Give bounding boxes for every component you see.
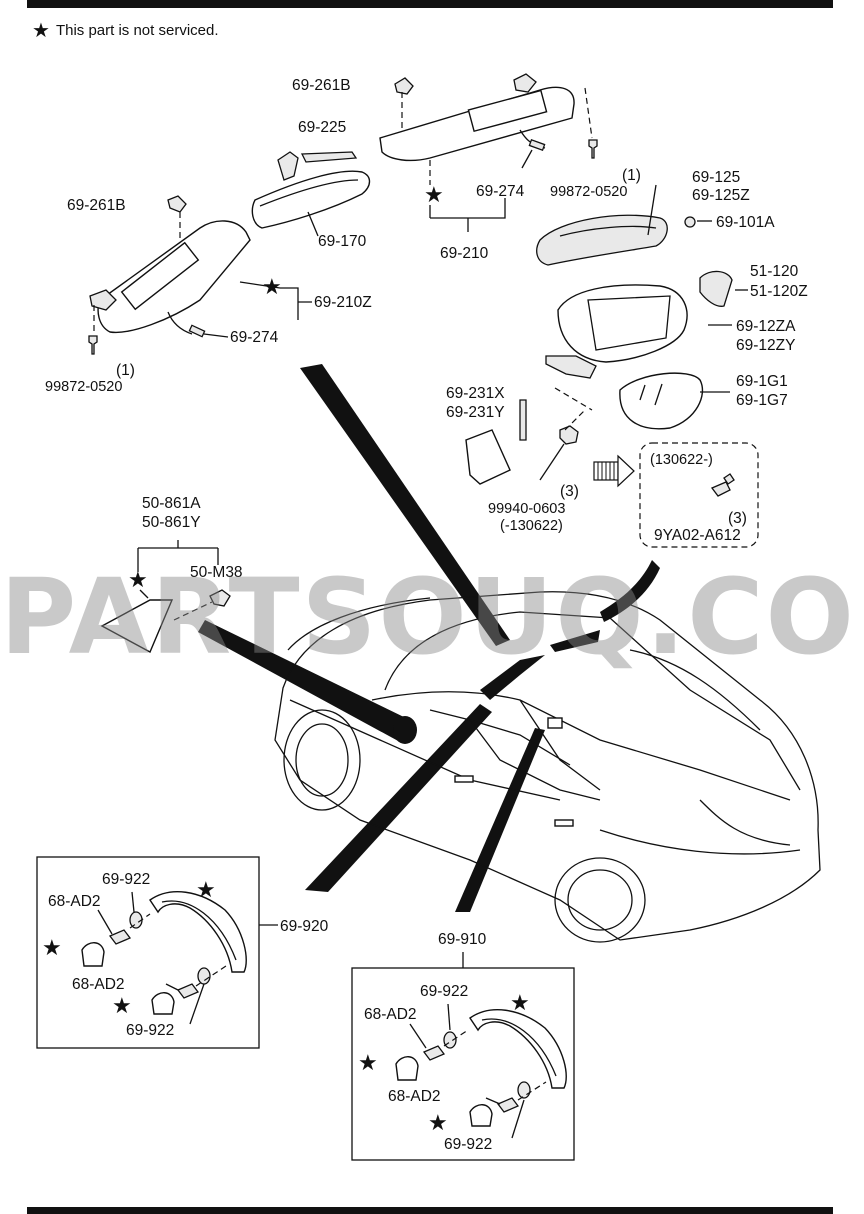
label-grip-rear-assy: 69-920 [280, 918, 329, 935]
sunvisor-right [379, 73, 575, 162]
screw-top [588, 139, 598, 159]
label-grip-front-assy: 69-910 [438, 931, 487, 948]
top-border [27, 0, 833, 8]
arrow-right-icon [593, 454, 635, 488]
room-mirror [251, 151, 371, 237]
label-sunvisor-clip-left: 69-261B [67, 197, 126, 214]
legend-text: This part is not serviced. [55, 21, 219, 39]
label-sunvisor-left: 69-210Z [314, 294, 372, 311]
label-nut-range: (-130622) [500, 518, 563, 534]
label-mirror-glass-2: 69-1G7 [736, 392, 788, 409]
label-nut-qty: (3) [560, 483, 579, 500]
label-grip-front-cap-top: 69-922 [420, 983, 468, 1000]
front-grip [395, 1009, 567, 1127]
label-mirror-cap-1: 69-125 [692, 169, 740, 186]
label-turn-lamp-1: 51-120 [750, 263, 799, 280]
label-mirror-body-2: 69-12ZY [736, 337, 795, 354]
rear-grip-box [36, 856, 260, 1049]
label-grip-front-clip-top: 68-AD2 [364, 1006, 417, 1023]
star-icon: ★ [42, 936, 62, 961]
label-mirror-cap-2: 69-125Z [692, 187, 750, 204]
pointer-wedge-front-grip [455, 728, 545, 912]
label-screw-top-qty: (1) [622, 167, 641, 184]
label-grip-rear-cap-top: 69-922 [102, 871, 150, 888]
label-grip-front-cap-bottom: 69-922 [444, 1136, 492, 1153]
label-garnish-2: 50-861Y [142, 514, 201, 531]
label-bolt-range: (130622-) [650, 452, 713, 468]
rear-grip [81, 891, 247, 1015]
label-sunvisor-hook-top: 69-274 [476, 183, 525, 200]
label-sunvisor-clip-top: 69-261B [292, 77, 351, 94]
bolt [710, 473, 735, 497]
label-bolt-qty: (3) [728, 510, 747, 527]
star-icon: ★ [358, 1051, 378, 1076]
label-grip-rear-clip-top: 68-AD2 [48, 893, 101, 910]
label-sunvisor-right: 69-210 [440, 245, 489, 262]
star-icon: ★ [510, 991, 530, 1016]
label-garnish-1: 50-861A [142, 495, 201, 512]
label-screw-left-qty: (1) [116, 362, 135, 379]
garnish [100, 589, 231, 653]
label-room-mirror: 69-170 [318, 233, 367, 250]
pointer-wedge-garnish [198, 620, 410, 742]
label-garnish-clip: 50-M38 [190, 564, 243, 581]
label-mirror-cover: 69-225 [298, 119, 346, 136]
label-screw-top: 99872-0520 [550, 184, 627, 200]
star-icon: ★ [262, 275, 282, 300]
star-icon: ★ [112, 994, 132, 1019]
label-grip-rear-clip-bottom: 68-AD2 [72, 976, 125, 993]
sunvisor-left [89, 195, 251, 338]
label-sunvisor-hook-left: 69-274 [230, 329, 279, 346]
label-mirror-nut: 69-101A [716, 214, 775, 231]
car-body [274, 591, 821, 943]
label-mirror-body-1: 69-12ZA [736, 318, 796, 335]
label-screw-left: 99872-0520 [45, 379, 122, 395]
star-icon: ★ [424, 183, 444, 208]
label-mirror-glass-1: 69-1G1 [736, 373, 788, 390]
label-bolt-part: 9YA02-A612 [654, 527, 741, 544]
legend-note: ★ This part is not serviced. [32, 20, 219, 40]
label-grip-front-clip-bottom: 68-AD2 [388, 1088, 441, 1105]
star-icon: ★ [196, 878, 216, 903]
label-grip-rear-cap-bottom: 69-922 [126, 1022, 174, 1039]
pointer-wedge-mirror [600, 560, 660, 622]
star-icon: ★ [32, 18, 50, 42]
star-icon: ★ [428, 1111, 448, 1136]
pointer-wedge-sunvisor [300, 364, 510, 646]
label-harness-1: 69-231X [446, 385, 505, 402]
bottom-border [27, 1207, 833, 1214]
label-nut-part: 99940-0603 [488, 501, 565, 517]
label-harness-2: 69-231Y [446, 404, 505, 421]
door-mirror [465, 214, 733, 485]
pointer-wedge-rear-grip [305, 704, 492, 892]
star-icon: ★ [128, 568, 148, 593]
screw-left [88, 335, 98, 355]
bolt-variant-box [639, 442, 759, 548]
label-turn-lamp-2: 51-120Z [750, 283, 808, 300]
